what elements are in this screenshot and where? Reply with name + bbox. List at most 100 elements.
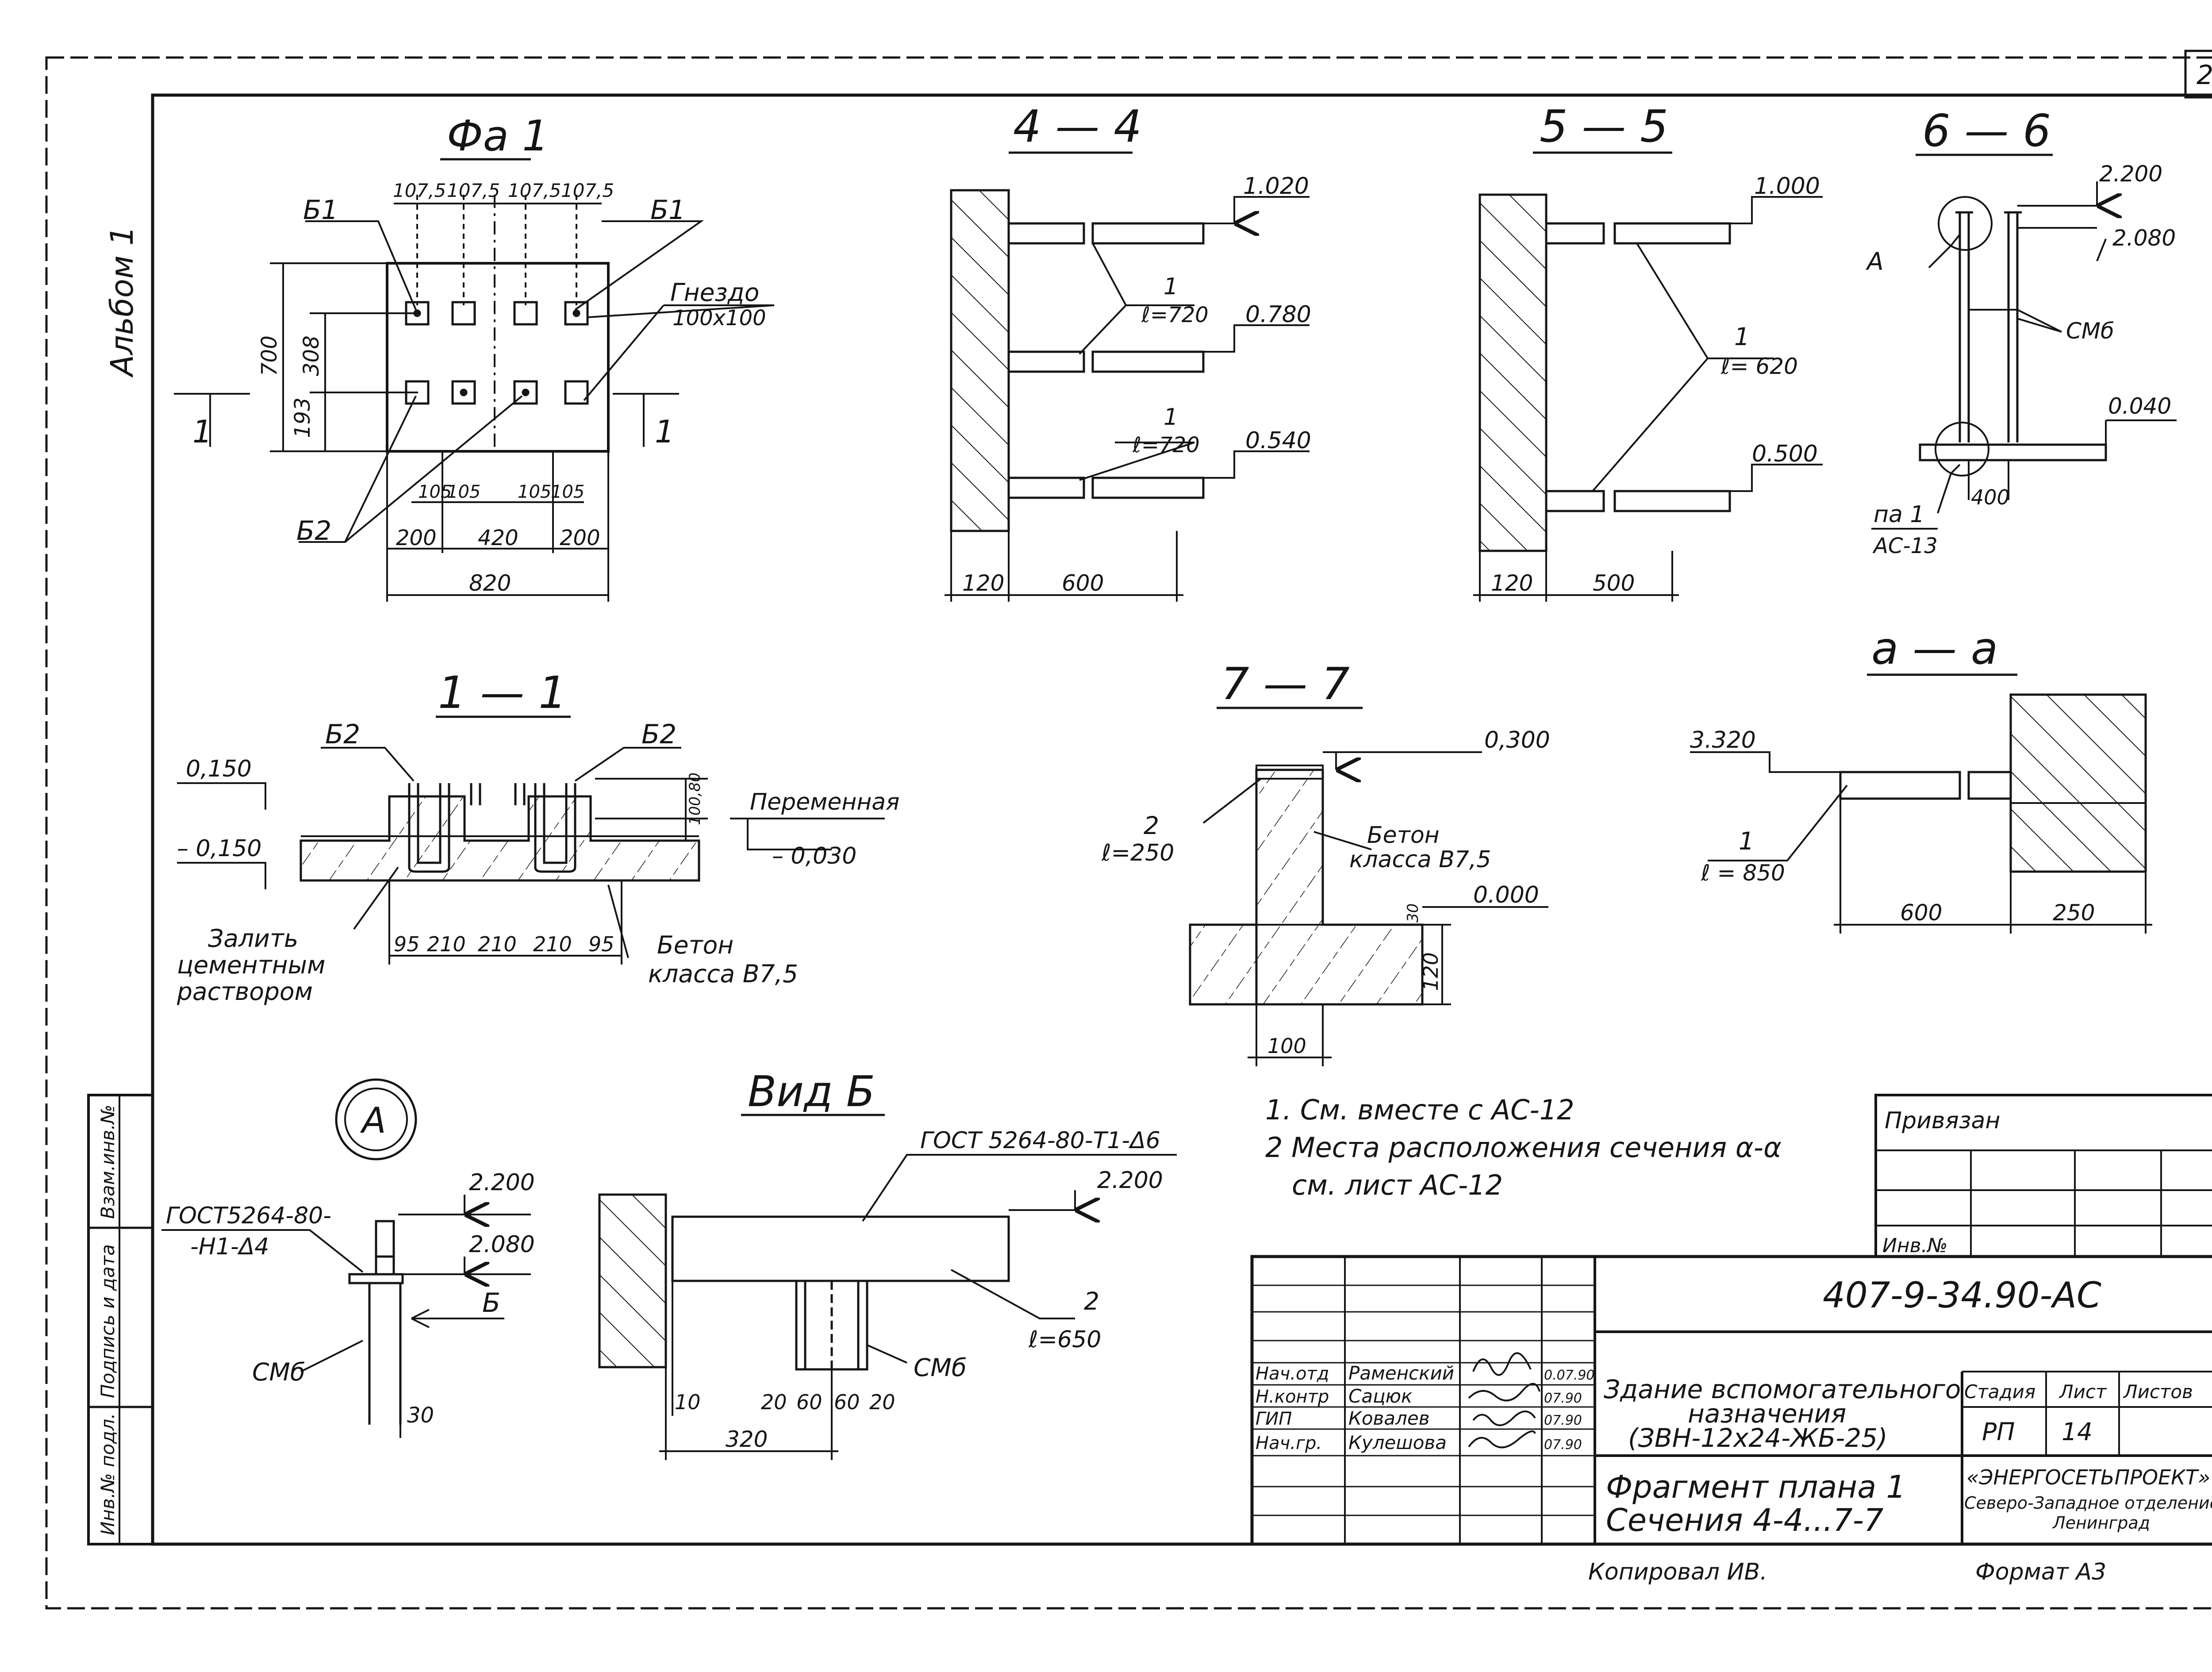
saa-dim-600: 600 [1900,900,1942,926]
footer-copied: Копировал ИВ. [1588,1559,1767,1585]
tb-sheet-header: Лист [2058,1381,2107,1403]
fa1-dim-mid-2: 105 [447,482,480,502]
s66-label-pa: па 1 [1874,501,1924,528]
fa1-slab [386,262,610,453]
tb-sheet-value: 14 [2062,1418,2093,1446]
tb-inv-no: Инв.№ [1882,1234,1947,1257]
s66-level-3: 0.040 [2108,393,2171,419]
note-2: 2 Места расположения сечения α-α [1265,1131,1782,1164]
vid-b-title: Вид Б [748,1068,875,1116]
s11-level-right: – 0,030 [772,843,856,869]
s66-label-smb: СМб [2066,318,2114,344]
s77-level-top: 0,300 [1484,727,1550,753]
tb-org-1: «ЭНЕРГОСЕТЬПРОЕКТ» [1966,1465,2210,1489]
vid-b-dim-total: 320 [726,1426,768,1452]
s44-beam-len-1: ℓ=720 [1141,303,1209,327]
vid-b-weld: ГОСТ 5264-80-Т1-Δ6 [920,1127,1160,1154]
s44-dim-120: 120 [962,570,1004,596]
s11-variable: Переменная [750,789,899,815]
saa-dim-250: 250 [2053,900,2095,926]
left-stamp-column [87,1094,154,1545]
fa1-dim-bottom-1: 200 [396,526,437,550]
s55-title: 5 — 5 [1540,100,1668,152]
node-a-dim: 30 [407,1403,434,1428]
fa1-dim-308: 308 [299,335,324,376]
s66-level-2: 2.080 [2112,225,2176,251]
tb-date-1: 0.07.90 [1544,1368,1595,1383]
tb-stage-header: Стадия [1964,1381,2035,1403]
s11-dim-1: 95 [394,932,420,956]
saa-level: 3.320 [1690,727,1756,753]
s11-label-b2-right: Б2 [641,719,676,750]
tb-date-2: 07.90 [1544,1391,1582,1406]
fa1-dim-height: 700 [257,335,282,376]
tb-stage-value: РП [1982,1418,2015,1446]
node-a: А ГОСТ5264-80- -Н1-Δ4 2.200 2.080 Б СМб … [161,1078,535,1438]
fa1-label-b2: Б2 [296,515,331,546]
s77-beam-len: ℓ=250 [1101,840,1174,866]
s44-level-1: 1.020 [1243,173,1309,200]
s77-level-zero: 0.000 [1473,882,1539,908]
vid-b-label-smb: СМб [914,1353,967,1382]
saa-beam-num: 1 [1739,827,1754,855]
tb-org-3: Ленинград [2052,1513,2150,1533]
s66-title: 6 — 6 [1922,105,2051,157]
node-a-weld-1: ГОСТ5264-80- [166,1203,331,1229]
saa-beam-len: ℓ = 850 [1701,860,1785,886]
signature-4 [1468,1430,1536,1449]
tb-privyazan: Привязан [1885,1107,2000,1134]
vid-b-dim-60b: 60 [834,1390,860,1414]
fa1-dim-bottom-3: 200 [560,526,600,550]
saa-title: а — а [1871,623,1998,674]
s11-title: 1 — 1 [438,667,567,719]
fa1-dim-top-3: 107,5 [508,180,561,201]
vid-b-dim-10: 10 [675,1390,701,1414]
node-a-level-1: 2.200 [469,1169,535,1196]
s77-title: 7 — 7 [1221,658,1350,710]
tb-name-3: Ковалев [1348,1407,1429,1429]
node-a-weld-2: -Н1-Δ4 [190,1234,269,1260]
fa1-cut-left: 1 [192,414,212,450]
note-3: см. лист АС-12 [1292,1169,1503,1201]
s44-level-3: 0.540 [1245,427,1311,454]
signature-2 [1468,1383,1540,1402]
section-7-7: 7 — 7 0,300 0.000 2 ℓ=250 Бетон класса В… [1101,658,1550,1066]
tb-code: 407-9-34.90-АС [1823,1275,2101,1316]
s11-level-bottom: – 0,150 [177,835,261,862]
s11-dim-5: 95 [588,932,614,956]
fa1-dim-top-4: 107,5 [561,180,614,201]
node-a-circle-label: А [360,1100,386,1141]
s77-dim-100: 100 [1267,1034,1306,1058]
s44-title: 4 — 4 [1013,100,1142,152]
fa1-dim-193: 193 [290,397,315,438]
stamp-signature-date: Подпись и дата [97,1244,119,1398]
s55-dim-120: 120 [1491,570,1533,596]
vid-b-beam-num: 2 [1084,1287,1099,1315]
note-1: 1. См. вместе с АС-12 [1265,1094,1575,1126]
vid-b-level: 2.200 [1097,1167,1163,1194]
fa1-label-b1-right: Б1 [650,195,685,226]
s77-concrete-2: класса В7,5 [1349,846,1491,873]
tb-building-2: назначения [1688,1399,1846,1429]
section-5-5: 5 — 5 1.000 0.500 1 ℓ= 620 120 500 [1473,100,1823,602]
s77-concrete-1: Бетон [1367,822,1440,849]
tb-org-2: Северо-Западное отделение [1964,1493,2212,1513]
s77-dim-120: 120 [1419,952,1443,991]
s55-beam-len: ℓ= 620 [1720,354,1798,379]
vid-b-dim-60a: 60 [796,1390,822,1414]
s44-level-2: 0.780 [1245,301,1311,328]
s11-note-concrete-1: Бетон [657,931,733,959]
s55-level-2: 0.500 [1752,441,1818,467]
s11-note-fill-2: цементным [177,951,325,979]
fa1-socket-size: 100х100 [672,306,766,331]
vid-b-dim-20a: 20 [761,1390,787,1414]
s11-level-top: 0,150 [186,756,252,782]
s77-dim-30: 30 [1404,903,1422,922]
s55-dim-500: 500 [1593,570,1635,596]
s55-beam-num: 1 [1734,323,1750,351]
fa1-sockets [405,301,589,405]
s11-label-b2-left: Б2 [325,719,360,750]
s44-dim-600: 600 [1062,570,1104,596]
s55-level-1: 1.000 [1754,173,1820,200]
tb-building-3: (ЗВН-12х24-ЖБ-25) [1628,1423,1888,1453]
